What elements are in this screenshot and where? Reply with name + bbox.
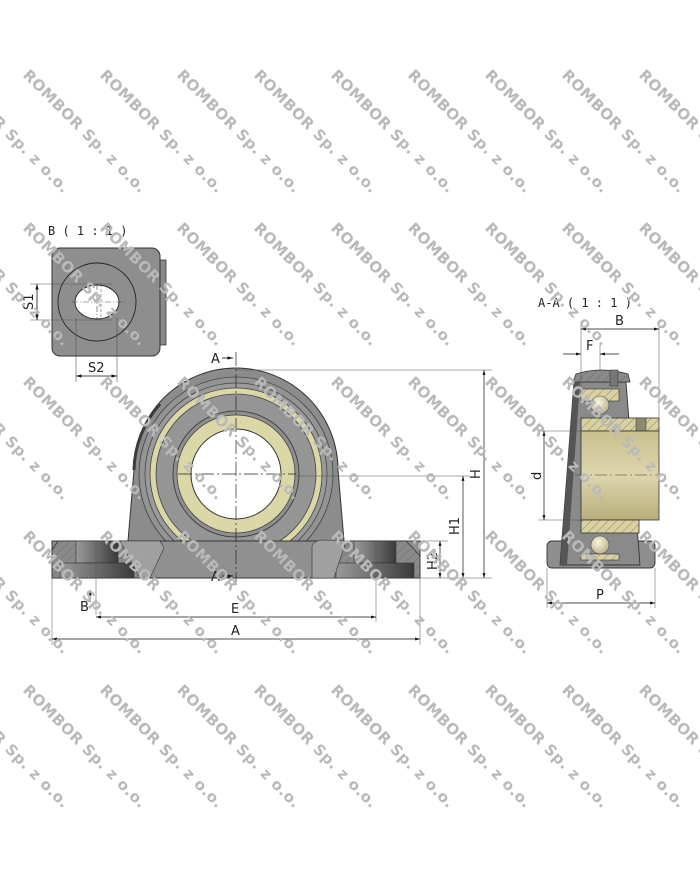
bearing-ball-bottom [590, 535, 610, 555]
bearing-ball-top [590, 395, 610, 415]
section-marker-a-top: A [211, 352, 220, 367]
dim-label-s2: S2 [88, 361, 105, 376]
section-view-title: A-A ( 1 : 1 ) [538, 296, 632, 310]
detail-marker-b: B [80, 600, 89, 615]
section-view-a-a: A-A ( 1 : 1 ) B F [530, 296, 666, 608]
dim-label-s1: S1 [22, 293, 37, 310]
detail-view-title: B ( 1 : 1 ) [48, 224, 127, 238]
dim-label-b: B [615, 314, 624, 329]
dim-label-f: F [586, 339, 593, 354]
detail-view-b: B ( 1 : 1 ) S1 S2 [22, 224, 167, 382]
dim-label-h: H [469, 469, 484, 479]
insert-sleeve-bottom [580, 519, 640, 534]
dim-label-p: P [596, 588, 604, 603]
section-marker-a-bottom: A [211, 570, 220, 585]
dim-label-e: E [231, 602, 239, 617]
dim-label-h1: H1 [448, 517, 463, 535]
dim-label-d: d [530, 472, 545, 480]
shaft-bore [580, 430, 660, 521]
front-view: A A B E A H H1 H2 [51, 352, 492, 645]
dim-label-a: A [231, 624, 240, 639]
detail-counterbore-circle [57, 262, 137, 342]
insert-sleeve-top [580, 417, 660, 432]
dim-label-h2: H2 [426, 552, 441, 570]
section-cap [572, 369, 631, 383]
